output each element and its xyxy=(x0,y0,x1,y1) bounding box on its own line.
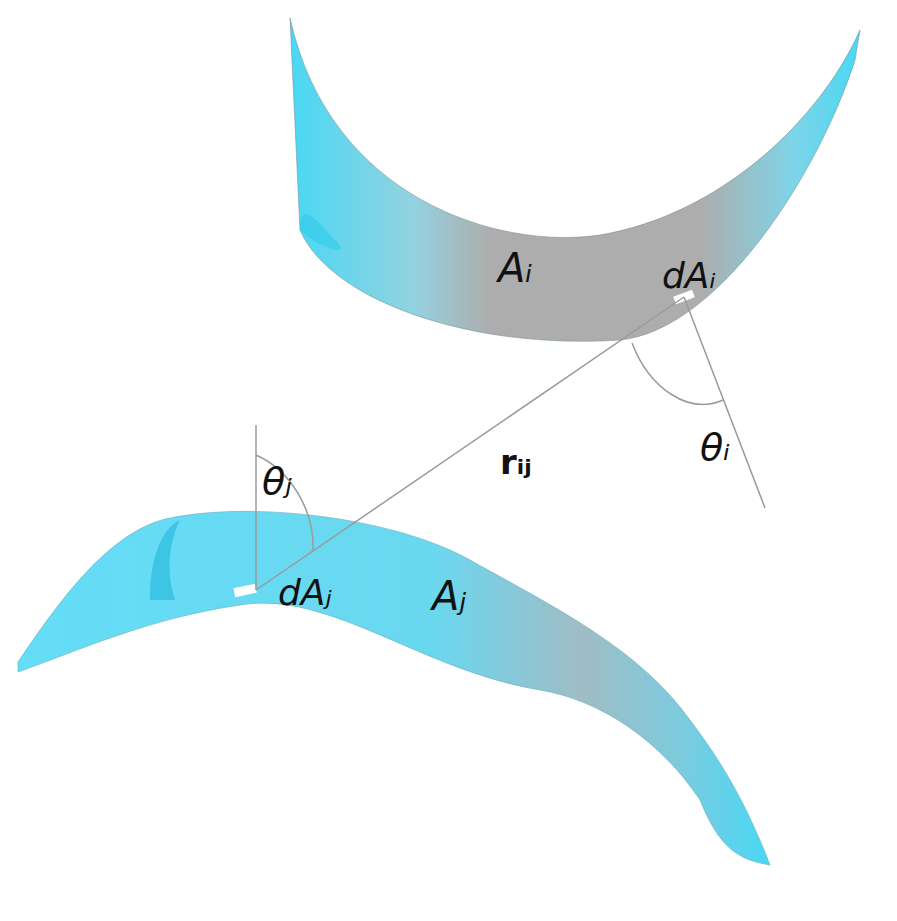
normal-i xyxy=(684,297,765,508)
distance-label: rᵢⱼ xyxy=(500,445,532,479)
ray xyxy=(256,297,684,590)
element-label: dAⱼ xyxy=(278,575,332,611)
normal-j xyxy=(255,425,257,590)
surface-i-fold xyxy=(300,214,341,250)
angle-label: θᵢ xyxy=(700,428,730,466)
surface-i xyxy=(290,18,860,341)
surface-label: Aᵢ xyxy=(498,248,533,288)
surface-j-fold xyxy=(150,520,180,600)
surface-label: Aⱼ xyxy=(432,576,466,616)
surface-j xyxy=(18,511,770,865)
angle-arc-i xyxy=(632,343,723,404)
element-j xyxy=(233,584,256,597)
angle-label: θⱼ xyxy=(262,462,292,500)
element-label: dAᵢ xyxy=(662,258,716,294)
angle-arc-j xyxy=(256,455,313,552)
